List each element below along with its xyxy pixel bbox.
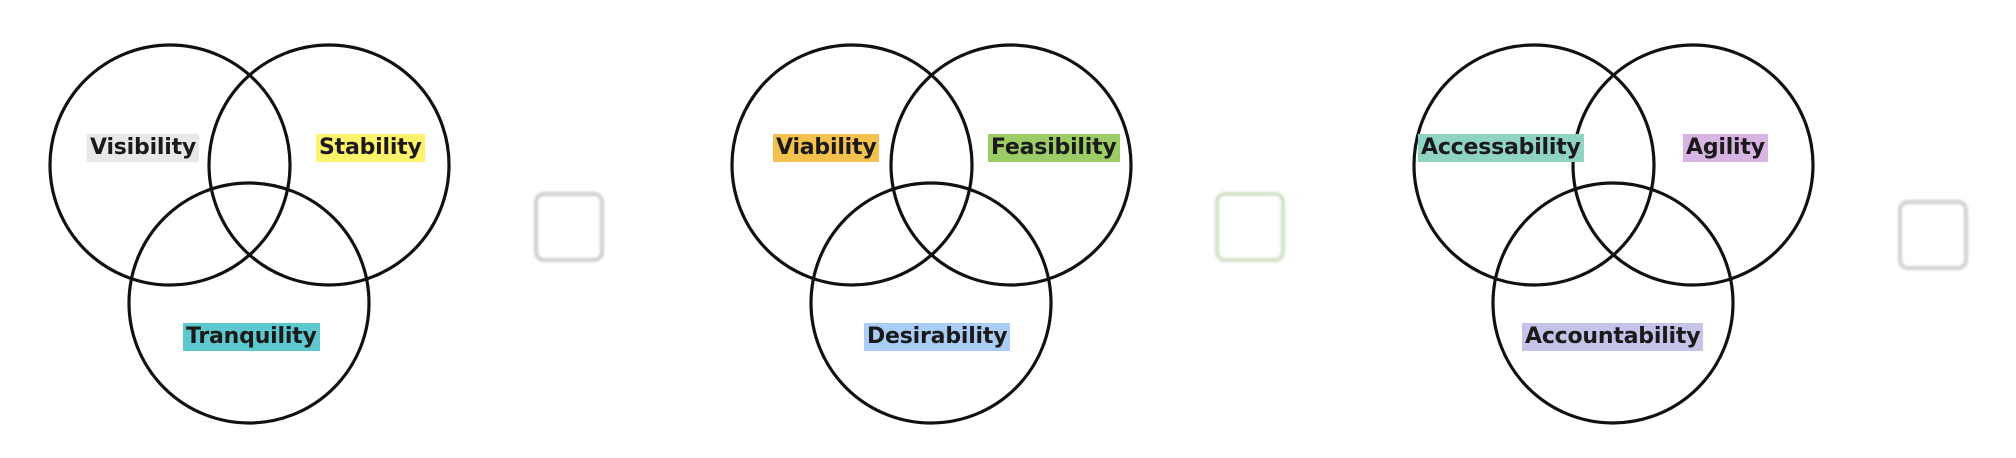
venn-circle-top-left: [1412, 43, 1656, 287]
checkbox-placeholder-1[interactable]: [534, 192, 604, 262]
checkbox-placeholder-3[interactable]: [1898, 200, 1968, 270]
venn-circle-bottom: [809, 181, 1053, 425]
venn-label-top-right: Stability: [316, 134, 425, 162]
venn-label-top-right: Feasibility: [988, 134, 1120, 162]
venn-circle-top-right: [889, 43, 1133, 287]
venn-circle-top-right: [207, 43, 451, 287]
venn-diagram-3: Accessability Agility Accountability: [1364, 0, 1984, 458]
venn-circle-bottom: [1491, 181, 1735, 425]
venn-circle-top-left: [48, 43, 292, 287]
checkbox-placeholder-2[interactable]: [1215, 192, 1285, 262]
venn-label-top-left: Accessability: [1418, 134, 1584, 162]
venn-label-bottom: Desirability: [864, 323, 1011, 351]
venn-circle-bottom: [127, 181, 371, 425]
venn-circles: [730, 43, 1133, 425]
venn-label-top-left: Visibility: [87, 134, 200, 162]
venn-diagram-1: Visibility Stability Tranquility: [0, 0, 620, 458]
venn-circle-top-left: [730, 43, 974, 287]
venn-label-top-right: Agility: [1683, 134, 1768, 162]
venn-label-bottom: Accountability: [1522, 323, 1704, 351]
venn-circles: [48, 43, 451, 425]
venn-label-bottom: Tranquility: [183, 323, 320, 351]
venn-circle-top-right: [1571, 43, 1815, 287]
venn-label-top-left: Viability: [773, 134, 880, 162]
venn-diagram-2: Viability Feasibility Desirability: [682, 0, 1302, 458]
venn-circles: [1412, 43, 1815, 425]
